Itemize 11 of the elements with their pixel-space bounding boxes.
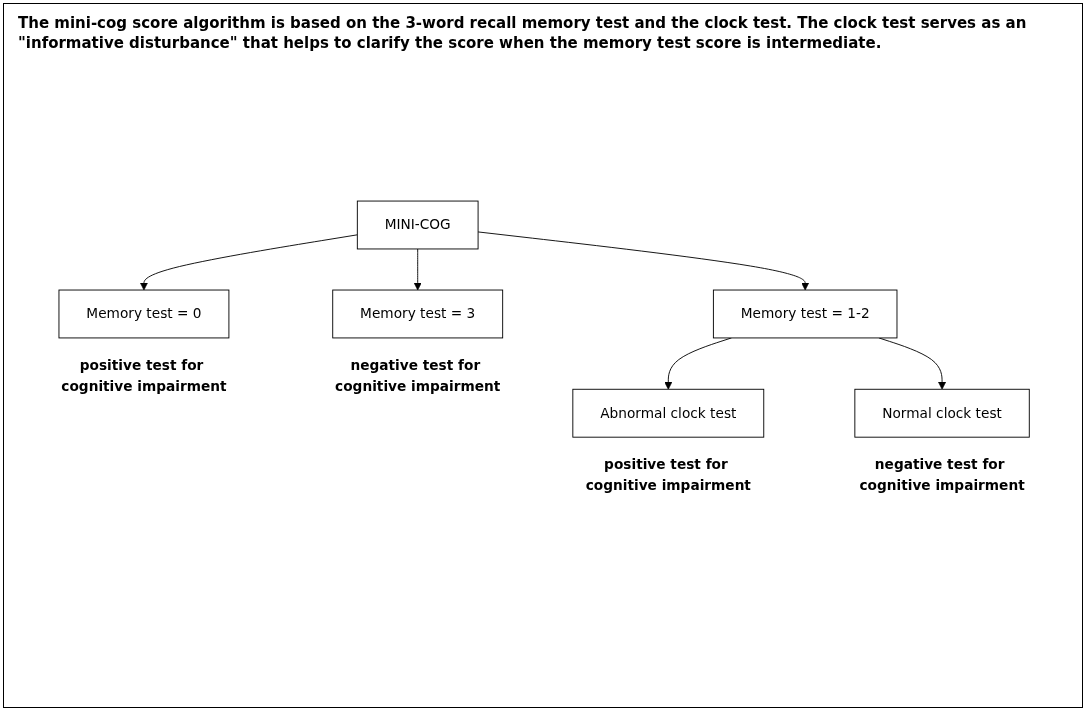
node-label: positive test for cognitive impairment xyxy=(585,456,751,494)
node-label: negative test for cognitive impairment xyxy=(335,357,501,395)
node-label: positive test for cognitive impairment xyxy=(61,357,227,395)
node-box: MINI-COG xyxy=(356,200,479,250)
node-box: Normal clock test xyxy=(854,388,1030,438)
node-box: Memory test = 3 xyxy=(332,289,504,339)
node-box: Memory test = 0 xyxy=(58,289,230,339)
node-box: Abnormal clock test xyxy=(572,388,765,438)
title: The mini-cog score algorithm is based on the 3-word recall memory test and the clock test. The clock test serves as an "informative disturbance" that helps to clarify the score when the memory test score is intermediate. xyxy=(18,14,1028,53)
node-label: negative test for cognitive impairment xyxy=(859,456,1025,494)
node-box: Memory test = 1-2 xyxy=(712,289,898,339)
